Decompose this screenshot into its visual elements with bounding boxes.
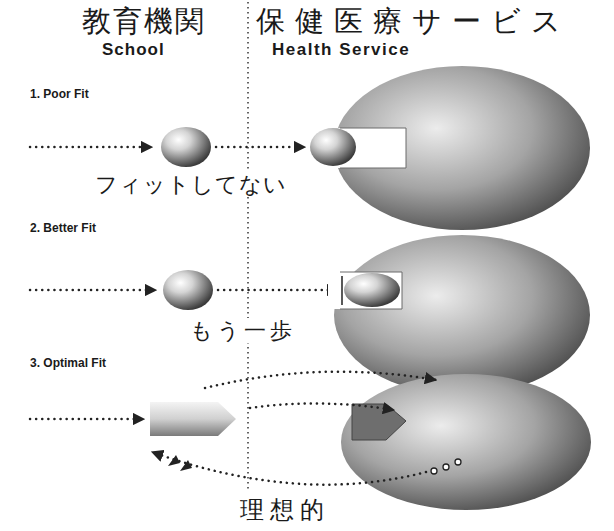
poor-fit-figure <box>30 66 590 230</box>
row-label: 3. Optimal Fit <box>28 357 108 371</box>
dotted-arrow <box>30 146 152 149</box>
sphere-notch <box>328 272 402 309</box>
chevron-marks <box>168 455 192 471</box>
dotted-arrow <box>205 372 436 388</box>
health-sphere <box>341 374 591 510</box>
dotted-arrow <box>216 146 305 149</box>
return-arrow <box>152 452 426 485</box>
school-sphere <box>310 128 356 166</box>
optimal-fit-figure <box>30 372 591 510</box>
fit-caption: 理想的 <box>238 497 332 525</box>
dotted-arrow <box>30 418 144 421</box>
dotted-arrow <box>218 289 338 292</box>
small-circle <box>443 464 449 470</box>
school-sphere <box>344 273 400 307</box>
fit-caption: もう一歩 <box>188 318 298 343</box>
better-fit-figure <box>30 235 590 395</box>
school-sphere <box>163 270 213 310</box>
column-header: 教育機関 <box>80 5 208 38</box>
divider-line <box>247 2 249 492</box>
school-sphere <box>161 127 211 167</box>
integrated-block <box>352 404 406 440</box>
row-label: 2. Better Fit <box>28 222 98 236</box>
small-circle <box>455 459 461 465</box>
dotted-arrow <box>250 403 394 410</box>
row-label: 1. Poor Fit <box>28 88 91 102</box>
fit-caption: フィットしてない <box>93 172 289 197</box>
school-block <box>150 402 236 436</box>
notch-edge <box>340 272 402 309</box>
column-header: 保健医療サービス <box>254 5 573 38</box>
health-sphere <box>334 235 590 395</box>
small-circle <box>431 468 437 474</box>
fit-boundary <box>341 276 343 305</box>
column-subheader: Health Service <box>270 40 412 60</box>
dotted-arrow <box>30 289 156 292</box>
column-subheader: School <box>100 40 167 60</box>
